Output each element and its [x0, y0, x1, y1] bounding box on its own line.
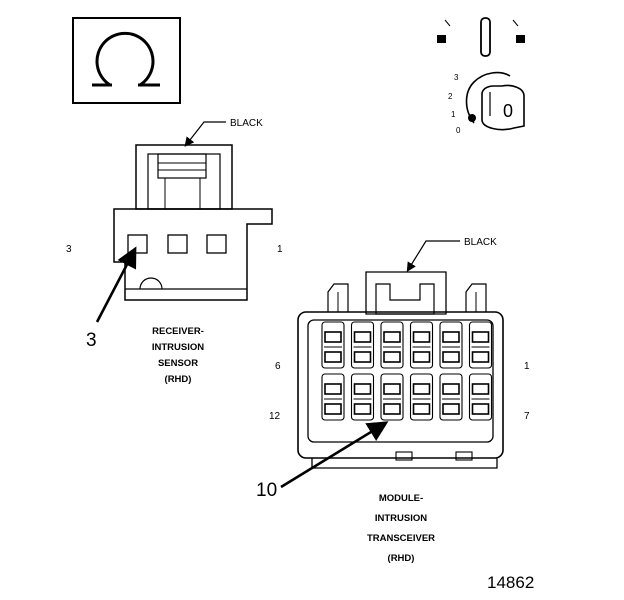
connector-b-caption-line-3: TRANSCEIVER — [367, 533, 435, 544]
key-position-text: 0 — [503, 101, 513, 121]
pin-cavity — [409, 321, 434, 369]
connector-a-caption-line-3: SENSOR — [158, 358, 198, 369]
callout-3: 3 — [86, 330, 97, 351]
pin-cavity — [380, 373, 404, 421]
pin-cavity — [468, 321, 493, 369]
key-position-3: 3 — [454, 73, 459, 82]
connector-b-caption-line-1: MODULE- — [379, 493, 423, 504]
connector-a-caption-line-4: (RHD) — [165, 374, 192, 385]
ignition-key-diagram: 0 3 2 1 0 — [437, 17, 525, 135]
connector-a-pin-1-label: 1 — [277, 244, 283, 255]
connector-a-caption-line-2: INTRUSION — [152, 342, 204, 353]
pin-cavity — [439, 321, 463, 369]
connector-b-caption-line-4: (RHD) — [388, 553, 415, 564]
pin-cavity — [321, 321, 345, 369]
connector-a-pin-3-label: 3 — [66, 244, 72, 255]
key-position-2: 2 — [448, 92, 453, 101]
key-icon: 0 — [465, 71, 525, 131]
pin-cavity — [439, 373, 463, 421]
callout-10: 10 — [256, 480, 277, 501]
connector-a-caption-line-1: RECEIVER- — [152, 326, 204, 337]
pin-cavity — [350, 321, 375, 369]
pin-cavity — [321, 373, 345, 421]
key-position-1: 1 — [451, 110, 456, 119]
ohm-symbol — [72, 17, 181, 104]
connector-a-color-label: BLACK — [230, 118, 263, 129]
pin-cavity — [380, 321, 404, 369]
ohm-icon — [92, 31, 160, 87]
connector-b-pin-6-label: 6 — [275, 361, 281, 372]
module-intrusion-transceiver-connector: BLACK 6 1 12 7 10 MODULE- INTRUSION TRAN… — [256, 237, 530, 564]
pin-cavity — [409, 373, 434, 421]
receiver-intrusion-sensor-connector: BLACK 3 1 3 RECEIVER- INTRUSION SENSOR (… — [66, 118, 283, 385]
key-position-0: 0 — [456, 126, 461, 135]
figure-number: 14862 — [487, 573, 534, 592]
connector-b-pin-1-label: 1 — [524, 361, 530, 372]
pin-cavity — [350, 373, 375, 421]
connector-b-pin-7-label: 7 — [524, 411, 530, 422]
connector-b-pin-12-label: 12 — [269, 411, 281, 422]
pin-cavity — [468, 373, 493, 421]
transceiver-pin-grid — [321, 321, 493, 421]
connector-b-caption-line-2: INTRUSION — [375, 513, 427, 524]
connector-b-color-label: BLACK — [464, 237, 497, 248]
